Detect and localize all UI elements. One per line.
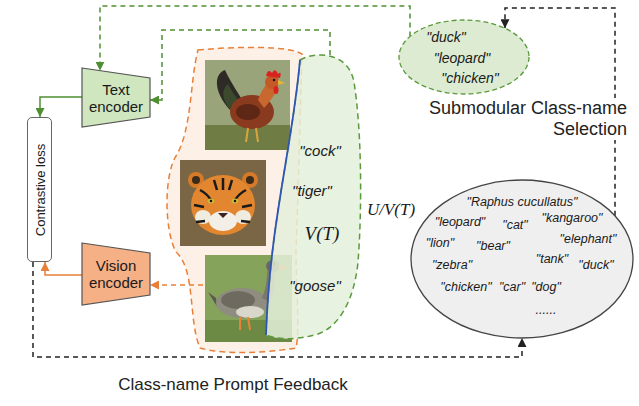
tiger-photo-part	[210, 200, 212, 202]
goose-photo-part	[216, 288, 268, 318]
class-name: "kangaroo"	[542, 211, 603, 225]
tiger-photo-part	[194, 178, 252, 222]
tiger-photo-part	[234, 200, 236, 202]
class-name: "chicken"	[440, 280, 491, 294]
loss-box: Contrastive loss	[27, 117, 52, 262]
selected-names: "duck" "leopard" "chicken"	[398, 19, 530, 95]
class-name: "duck"	[426, 29, 466, 45]
class-name: "tank"	[536, 252, 569, 266]
loss-label: Contrastive loss	[32, 143, 47, 235]
class-name: "bear"	[476, 239, 510, 253]
tiger-photo-part	[180, 160, 266, 246]
rooster-photo-part	[274, 86, 279, 94]
goose-photo-part	[248, 317, 250, 330]
edge-label: Submodular Class-name Selection	[387, 98, 627, 140]
rooster-photo-part	[236, 104, 260, 120]
class-name: "cock"	[299, 142, 341, 159]
tiger-photo-part	[232, 199, 239, 204]
vocabulary-outline	[266, 55, 361, 339]
class-name: "car"	[499, 280, 525, 294]
class-name: "chicken"	[441, 70, 498, 86]
text-prompt-arrow	[100, 6, 410, 71]
tiger-photo-part	[191, 175, 255, 235]
loop-caption: Class-name Prompt Feedback	[118, 375, 348, 395]
class-name: "leopard"	[435, 215, 486, 229]
embedding-arrow	[45, 262, 82, 275]
vocabulary-symbol: V(T)	[305, 223, 340, 245]
tiger-photo-part	[218, 213, 228, 218]
encoder-shape	[82, 68, 150, 127]
rooster-photo-part	[205, 60, 290, 150]
ellipse-shape	[411, 180, 633, 338]
encoder-label: Vision encoder	[86, 257, 146, 291]
class-name: "lion"	[426, 236, 454, 250]
rooster-photo	[205, 60, 290, 150]
embedding-arrow	[40, 97, 82, 117]
class-name: "zebra"	[432, 258, 472, 272]
text-encoder: Text encoder	[82, 68, 150, 127]
image-feed-arrow	[150, 285, 203, 286]
rooster-photo-part	[273, 79, 275, 81]
vocabulary-region: "cock" "tiger" V(T) "goose"	[258, 52, 364, 342]
rooster-photo-part	[256, 128, 258, 142]
rooster-photo-part	[205, 125, 290, 150]
tiger-photo-part	[208, 199, 215, 204]
goose-photo-part	[239, 317, 241, 330]
tiger-photo-part	[246, 176, 254, 184]
class-name: "tiger"	[292, 182, 332, 199]
ellipse-shape	[399, 20, 529, 94]
tiger-photo-part	[209, 211, 237, 231]
class-name: "Raphus cucullatus"	[466, 195, 577, 209]
class-name: "goose"	[289, 277, 341, 294]
pool-heading: U/V(T)	[367, 200, 415, 220]
candidate-pool: U/V(T)"Raphus cucullatus""leopard""cat""…	[410, 179, 634, 339]
class-name: "duck"	[578, 258, 613, 272]
class-name: "cat"	[502, 218, 528, 232]
tiger-photo-part	[192, 176, 200, 184]
class-name: "dog"	[531, 280, 561, 294]
goose-photo-part	[236, 306, 264, 318]
encoder-label: Text encoder	[86, 81, 146, 115]
class-name: "leopard"	[434, 50, 491, 66]
ellipsis: ......	[536, 303, 557, 317]
rooster-photo-part	[246, 128, 248, 142]
encoder-shape	[82, 243, 150, 305]
vision-encoder: Vision encoder	[82, 243, 150, 305]
rooster-photo-part	[278, 80, 285, 85]
rooster-photo-part	[266, 70, 281, 78]
image-feed-arrow-part	[150, 284, 203, 286]
class-name: "elephant"	[560, 232, 617, 246]
tiger-photo	[180, 160, 266, 246]
